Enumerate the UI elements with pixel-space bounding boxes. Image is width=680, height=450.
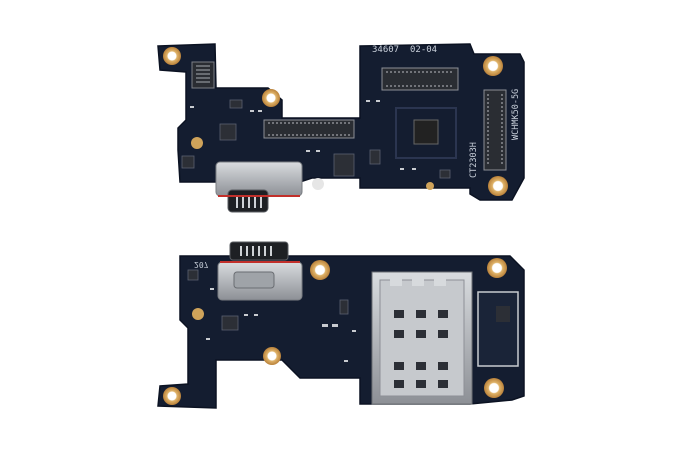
mounting-hole-pad [262, 89, 280, 107]
silkscreen-code: 34607 [372, 45, 399, 55]
smd-component [333, 153, 355, 177]
smd-component [229, 99, 243, 109]
smd-component [221, 315, 239, 331]
mounting-hole-pad [487, 258, 507, 278]
mounting-hole-pad [310, 260, 330, 280]
smd-component [187, 269, 199, 281]
test-pad [426, 182, 434, 190]
mounting-hole-pad [488, 176, 508, 196]
mounting-hole-pad [163, 47, 181, 65]
bottom-board: 207 [157, 241, 525, 409]
top-board: 34607 02-04 WCHMK50-5G CT2303H [157, 43, 525, 213]
flex-connector-center [263, 119, 355, 139]
mounting-hole-pad [192, 308, 204, 320]
flex-connector-top [381, 67, 459, 91]
silkscreen-code-side: CT2303H [469, 142, 479, 178]
smd-component [439, 169, 451, 179]
mounting-hole-pad [483, 56, 503, 76]
flex-connector-side [483, 89, 507, 171]
mounting-hole-pad [312, 178, 324, 190]
mounting-hole-pad [191, 137, 203, 149]
silkscreen-date: 02-04 [410, 45, 437, 55]
ic-chip [413, 119, 439, 145]
smd-component [219, 123, 237, 141]
sim-card-holder [371, 271, 473, 405]
smd-component [339, 299, 349, 315]
mounting-hole-pad [263, 347, 281, 365]
shield-module [477, 291, 519, 367]
smd-component [369, 149, 381, 165]
silkscreen-code-bottom: 207 [194, 260, 209, 269]
silkscreen-model: WCHMK50-5G [511, 89, 521, 140]
mounting-hole-pad [484, 378, 504, 398]
smd-component [181, 155, 195, 169]
mounting-hole-pad [163, 387, 181, 405]
